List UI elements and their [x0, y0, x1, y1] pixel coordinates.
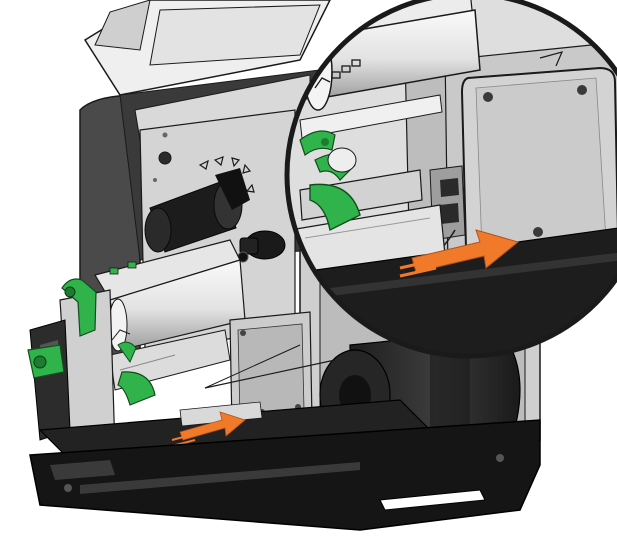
zoom-leader-line — [204, 359, 336, 389]
access-panel — [229, 311, 313, 429]
rotation-arrows-icon — [198, 156, 255, 193]
sensor-hole — [158, 151, 172, 165]
ribbon-supply-spindle — [144, 168, 250, 253]
ribbon-takeup-knob — [237, 230, 286, 263]
orange-direction-arrow-zoom-icon — [399, 229, 520, 278]
green-latch-lever-zoom — [299, 130, 361, 232]
zoom-circle-icon — [284, 0, 617, 359]
printer-base — [29, 419, 541, 531]
green-latch-lever-icon — [27, 278, 156, 406]
zoom-leader-line-2 — [204, 344, 301, 389]
roller-label-glyph — [314, 59, 361, 89]
